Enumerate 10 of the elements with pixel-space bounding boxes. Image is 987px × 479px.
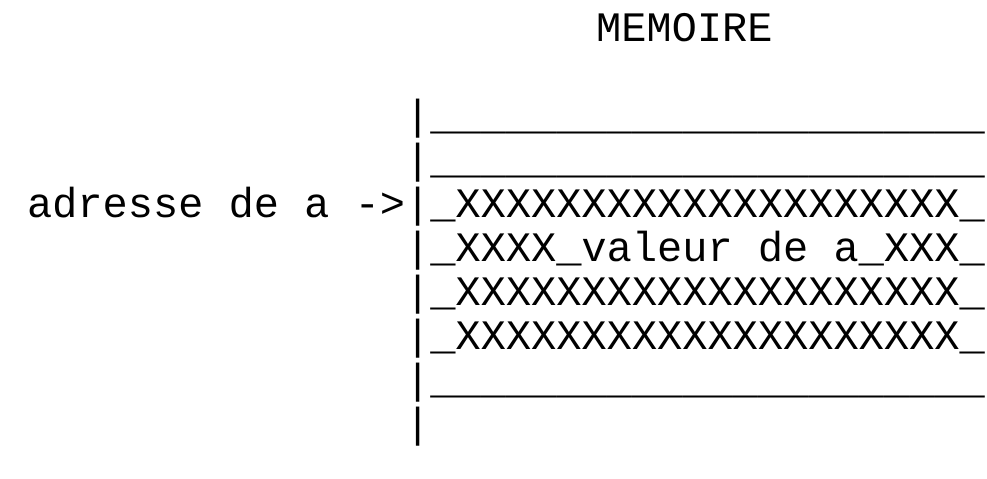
- memory-row: |_XXXX_valeur de a_XXX_: [405, 228, 985, 272]
- memory-row: |_XXXXXXXXXXXXXXXXXXXX_: [405, 272, 985, 316]
- memory-row: |______________________: [405, 140, 985, 184]
- memory-row: |: [405, 404, 430, 448]
- memory-title: MEMOIRE: [596, 8, 772, 52]
- address-label: adresse de a ->: [26, 184, 405, 228]
- memory-row: |_XXXXXXXXXXXXXXXXXXXX_: [405, 316, 985, 360]
- memory-row: |______________________: [405, 360, 985, 404]
- memory-row: |______________________: [405, 96, 985, 140]
- memory-row: |_XXXXXXXXXXXXXXXXXXXX_: [405, 184, 985, 228]
